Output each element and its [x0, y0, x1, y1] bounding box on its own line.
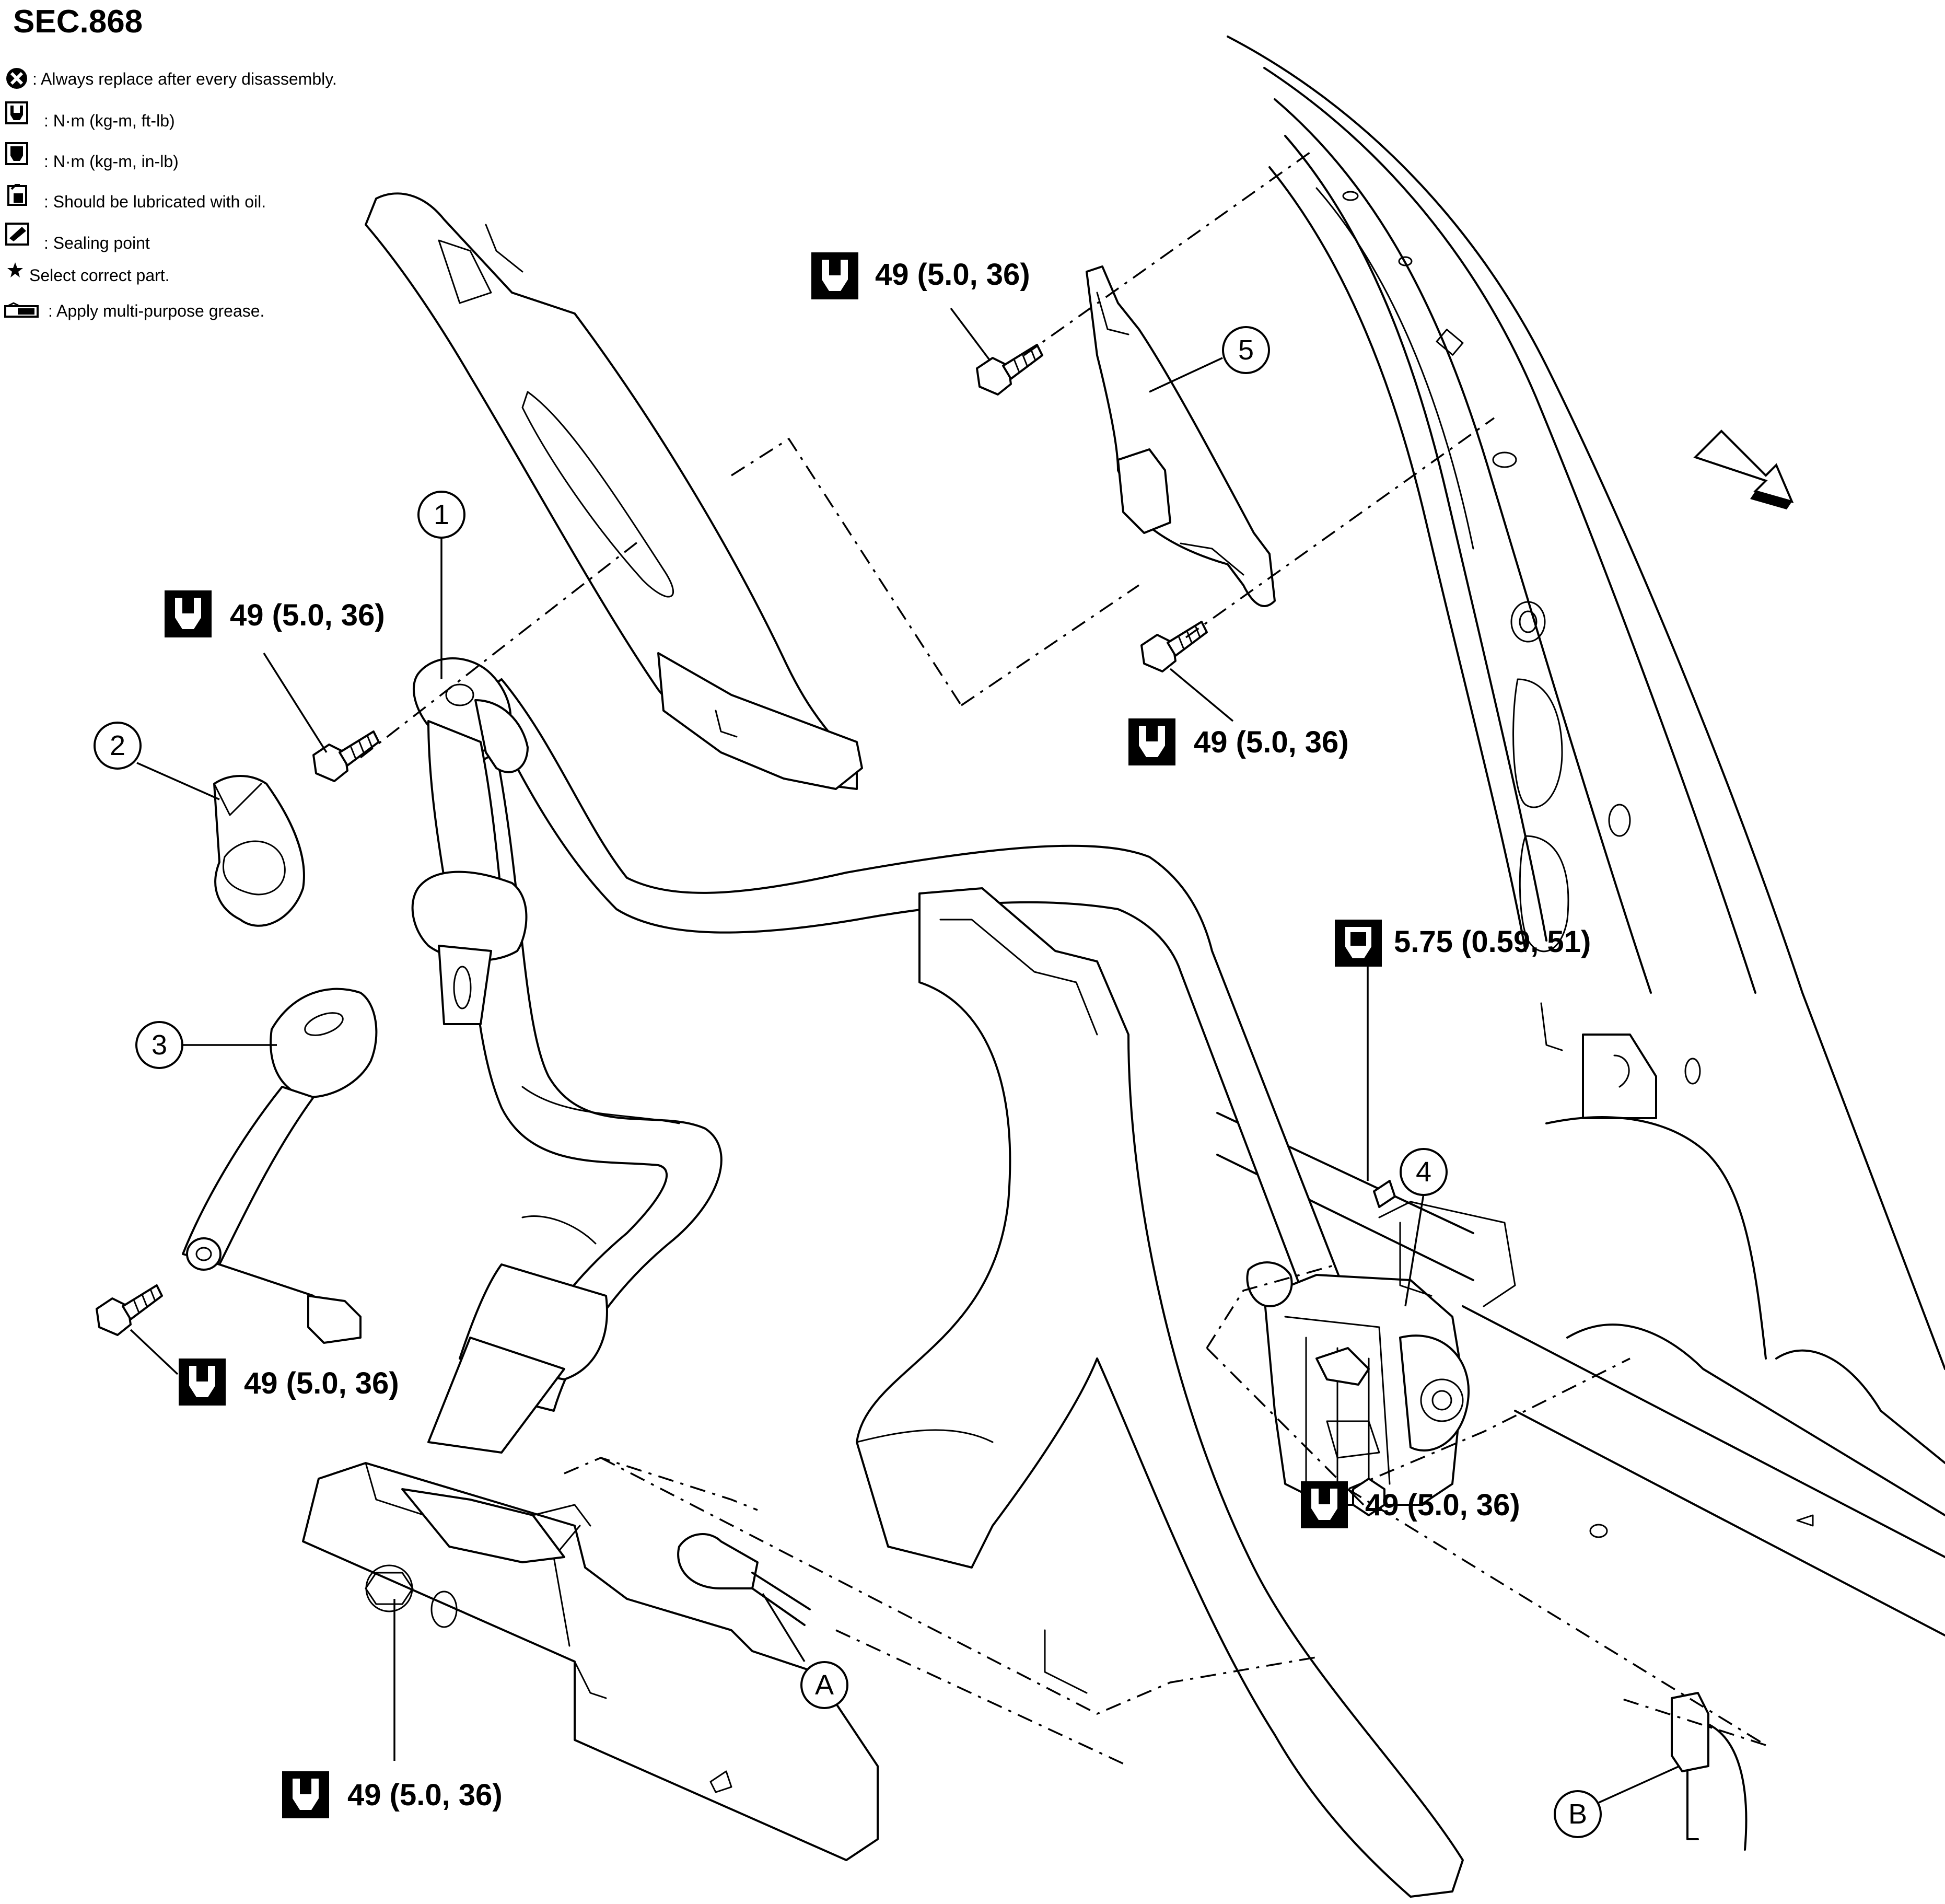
seat-belt-anchor-assembly	[411, 657, 529, 1025]
torque-wrench-icon	[165, 590, 212, 637]
torque-value-upper-left: 49 (5.0, 36)	[230, 598, 385, 632]
torque-value-top-center: 49 (5.0, 36)	[875, 258, 1030, 292]
torque-wrench-icon	[282, 1771, 329, 1818]
webbing-lower-guide	[427, 1215, 608, 1454]
callout-5: 5	[1238, 334, 1254, 366]
torque-value-right-middle: 49 (5.0, 36)	[1194, 725, 1349, 759]
grease-icon	[4, 302, 39, 318]
oil-can-icon	[7, 184, 27, 206]
torque-value-left-lower: 49 (5.0, 36)	[244, 1366, 399, 1400]
upper-pillar-trim	[365, 192, 863, 790]
torque-wrench-icon	[179, 1359, 226, 1406]
replace-icon	[6, 68, 27, 89]
seat-belt-retractor	[1246, 1201, 1516, 1516]
bolt-bracket-top-icon	[976, 344, 1043, 396]
torque-value-retractor-top: 5.75 (0.59, 51)	[1394, 925, 1591, 959]
alignment-lines	[359, 150, 1766, 1767]
legend-item-torque-ftlb: : N·m (kg-m, ft-lb)	[44, 111, 175, 130]
connector-b-icon	[1671, 1692, 1748, 1851]
lower-pillar-trim	[856, 887, 1464, 1898]
legend: : Always replace after every disassembly…	[4, 68, 337, 320]
bolt-retractor-top-icon	[1373, 1180, 1396, 1208]
callout-4: 4	[1416, 1156, 1431, 1188]
seat-belt-buckle	[182, 988, 378, 1344]
torque-wrench-icon	[1301, 1481, 1348, 1528]
anchor-cover	[213, 775, 305, 927]
torque-inlb-icon	[5, 142, 28, 165]
section-number: SEC.868	[13, 4, 143, 40]
torque-value-bottom-left: 49 (5.0, 36)	[347, 1778, 503, 1812]
bolt-buckle-icon	[96, 1284, 163, 1336]
torque-specs: 49 (5.0, 36) 49 (5.0, 36) 49 (5.0, 36) 5…	[130, 252, 1591, 1818]
legend-item-torque-inlb: : N·m (kg-m, in-lb)	[44, 152, 179, 171]
legend-item-star: Select correct part.	[29, 266, 170, 285]
front-direction-arrow-icon	[1693, 429, 1794, 509]
legend-item-replace: : Always replace after every disassembly…	[32, 69, 337, 88]
legend-item-oil: : Should be lubricated with oil.	[44, 192, 266, 211]
callout-1: 1	[434, 499, 449, 530]
callout-a: A	[815, 1669, 834, 1701]
connector-a-icon	[677, 1533, 811, 1626]
shoulder-anchor-bracket	[1086, 265, 1276, 607]
torque-value-retractor-bottom: 49 (5.0, 36)	[1365, 1488, 1520, 1522]
sealing-icon	[5, 223, 29, 246]
torque-wrench-icon	[1128, 718, 1175, 765]
star-icon	[7, 262, 23, 277]
legend-item-sealing: : Sealing point	[44, 234, 150, 252]
torque-ftlb-icon	[5, 101, 28, 124]
callout-2: 2	[110, 730, 125, 761]
legend-item-grease: : Apply multi-purpose grease.	[48, 301, 264, 320]
torque-wrench-icon	[811, 252, 858, 299]
callout-b: B	[1568, 1798, 1587, 1830]
torque-wrench-inlb-icon	[1335, 920, 1382, 967]
callouts: 1 2 3 4 5 A B	[94, 326, 1680, 1838]
bolt-upper-anchor-icon	[312, 730, 380, 782]
callout-3: 3	[152, 1029, 167, 1061]
seat-base	[302, 1462, 879, 1861]
